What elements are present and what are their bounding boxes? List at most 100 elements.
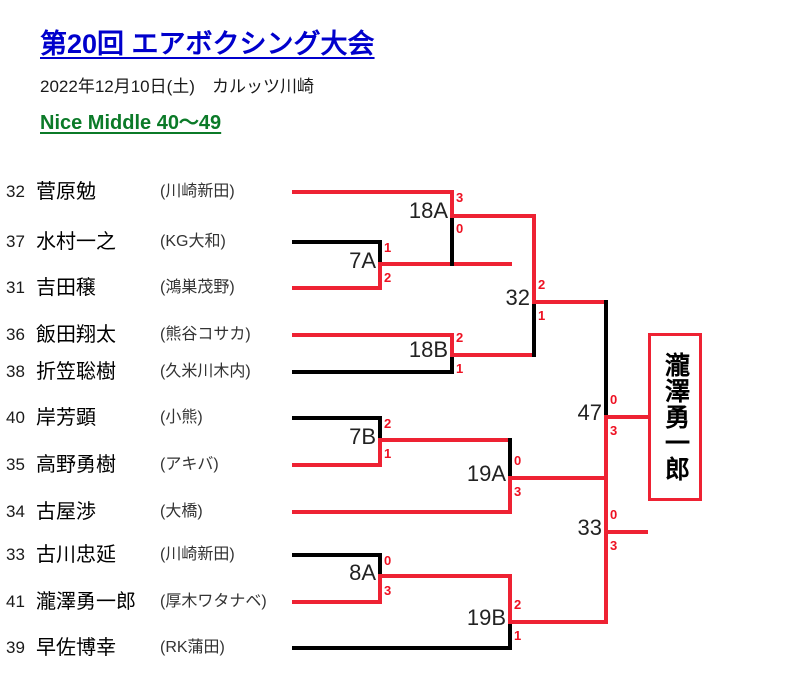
- feed-line-r5: [292, 370, 450, 374]
- score-33-top: 0: [610, 507, 618, 522]
- entrant-seed: 35: [6, 455, 25, 474]
- feed-line-r10: [292, 600, 378, 604]
- match-7b-upper-stem: [378, 416, 382, 442]
- match-32-lower-stem: [532, 300, 536, 357]
- entrant-seed: 36: [6, 325, 25, 344]
- feed-line-r4: [292, 333, 450, 337]
- entrant-club: (川崎新田): [160, 183, 235, 200]
- match-19b-lower-stem: [508, 620, 512, 650]
- match-8a-output: [378, 574, 512, 578]
- match-18b-output: [450, 353, 532, 357]
- feed-line-r11: [292, 646, 508, 650]
- champion-box: 瀧澤勇一郎: [648, 333, 702, 501]
- match-18b-upper-stem: [450, 333, 454, 357]
- entrant-seed: 38: [6, 362, 25, 381]
- match-label-18a: 18A: [408, 198, 448, 223]
- match-18b-lower-stem: [450, 353, 454, 374]
- match-label-19b: 19B: [466, 605, 506, 630]
- entrant-club: (厚木ワタナベ): [160, 593, 267, 610]
- entrant-name: 吉田穣: [36, 277, 96, 299]
- category-title: Nice Middle 40〜49: [40, 112, 222, 134]
- match-label-7b: 7B: [349, 424, 376, 449]
- match-19b-output: [508, 620, 604, 624]
- entrant-seed: 41: [6, 592, 25, 611]
- score-33-bottom: 3: [610, 538, 618, 553]
- score-7b-top: 2: [384, 416, 392, 431]
- feed-line-r6: [292, 416, 378, 420]
- match-32-upper-stem: [532, 214, 536, 304]
- feed-line-r2: [292, 240, 378, 244]
- match-18a-lower-stem: [450, 214, 454, 266]
- entrant-name: 瀧澤勇一郎: [36, 591, 136, 613]
- match-18a-upper-stem: [450, 190, 454, 218]
- match-33-output: [604, 530, 648, 534]
- match-18a-output: [450, 214, 532, 218]
- entrant-name: 菅原勉: [36, 181, 96, 203]
- match-7a-output: [378, 262, 512, 266]
- match-label-7a: 7A: [349, 248, 376, 273]
- entrant-name: 折笠聡樹: [36, 361, 116, 383]
- score-18b-top: 2: [456, 330, 464, 345]
- feed-line-r9: [292, 553, 378, 557]
- entrant-name: 水村一之: [36, 231, 116, 253]
- entrant-seed: 39: [6, 638, 25, 657]
- entrant-club: (RK蒲田): [160, 639, 225, 656]
- score-7b-bottom: 1: [384, 446, 392, 461]
- entrant-seed: 32: [6, 182, 25, 201]
- match-19b-upper-stem: [508, 574, 512, 624]
- entrant-seed: 34: [6, 502, 25, 521]
- match-7b-output: [378, 438, 512, 442]
- match-7a-lower-stem: [378, 262, 382, 290]
- score-8a-top: 0: [384, 553, 392, 568]
- match-label-33: 33: [577, 515, 602, 540]
- match-19a-output: [508, 476, 604, 480]
- score-18b-bottom: 1: [456, 361, 464, 376]
- match-label-19a: 19A: [466, 461, 506, 486]
- match-33-lower-stem: [604, 530, 608, 624]
- event-date-venue: 2022年12月10日(土) カルッツ川崎: [40, 77, 314, 96]
- entrant-name: 飯田翔太: [36, 324, 116, 346]
- score-18a-top: 3: [456, 190, 464, 205]
- score-7a-bottom: 2: [384, 270, 392, 285]
- score-8a-bottom: 3: [384, 583, 392, 598]
- entrant-name: 古川忠延: [36, 544, 116, 566]
- score-32-bottom: 1: [538, 308, 546, 323]
- match-47-lower-stem: [604, 415, 608, 534]
- feed-line-r7: [292, 463, 378, 467]
- match-19a-upper-stem: [508, 438, 512, 480]
- match-label-8a: 8A: [349, 560, 376, 585]
- match-19a-lower-stem: [508, 476, 512, 514]
- score-19b-top: 2: [514, 597, 522, 612]
- score-32-top: 2: [538, 277, 546, 292]
- score-47-top: 0: [610, 392, 618, 407]
- entrant-name: 高野勇樹: [36, 454, 116, 476]
- entrant-seed: 33: [6, 545, 25, 564]
- match-label-18b: 18B: [408, 337, 448, 362]
- match-7a-upper-stem: [378, 240, 382, 266]
- score-7a-top: 1: [384, 240, 392, 255]
- entrant-name: 岸芳顕: [36, 407, 96, 429]
- entrant-club: (熊谷コサカ): [160, 326, 251, 343]
- entrant-seed: 31: [6, 278, 25, 297]
- match-47-output: [604, 415, 652, 419]
- match-47-upper-stem: [604, 300, 608, 419]
- match-8a-upper-stem: [378, 553, 382, 578]
- entrant-club: (川崎新田): [160, 546, 235, 563]
- score-47-bottom: 3: [610, 423, 618, 438]
- score-18a-bottom: 0: [456, 221, 464, 236]
- score-19a-bottom: 3: [514, 484, 522, 499]
- feed-line-r8: [292, 510, 508, 514]
- match-8a-lower-stem: [378, 574, 382, 604]
- match-label-47: 47: [577, 400, 602, 425]
- entrant-name: 早佐博幸: [36, 637, 116, 659]
- score-19a-top: 0: [514, 453, 522, 468]
- match-7b-lower-stem: [378, 438, 382, 467]
- entrant-club: (鴻巣茂野): [160, 279, 235, 296]
- entrant-seed: 40: [6, 408, 25, 427]
- entrant-club: (KG大和): [160, 233, 226, 250]
- entrant-club: (アキバ): [160, 456, 219, 473]
- entrant-club: (小熊): [160, 409, 203, 426]
- entrant-seed: 37: [6, 232, 25, 251]
- match-32-output: [532, 300, 604, 304]
